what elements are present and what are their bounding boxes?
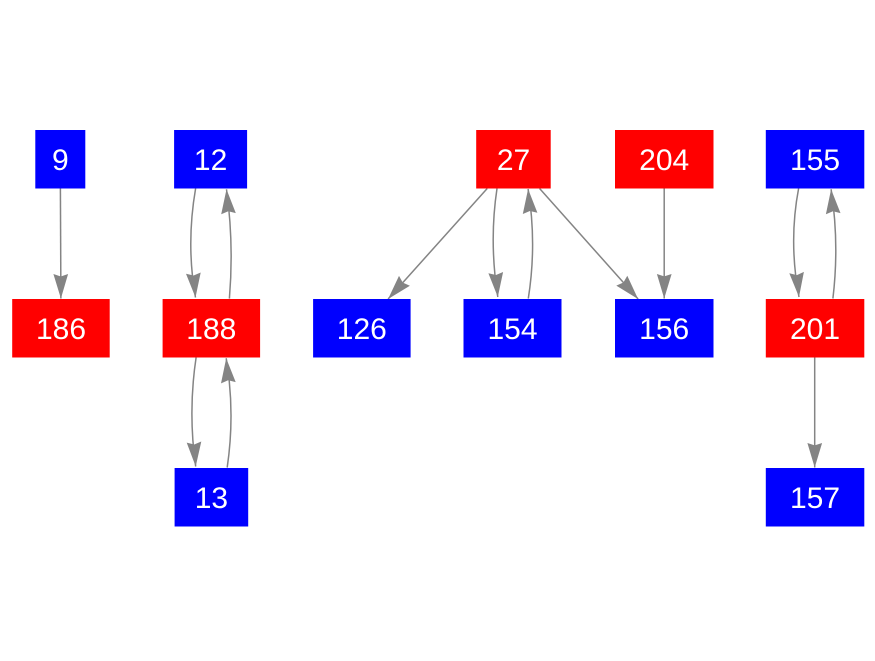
svg-text:157: 157 xyxy=(790,482,840,515)
svg-text:188: 188 xyxy=(186,313,236,346)
svg-text:186: 186 xyxy=(36,313,86,346)
svg-text:201: 201 xyxy=(790,313,840,346)
svg-text:204: 204 xyxy=(639,144,689,177)
svg-text:9: 9 xyxy=(52,144,69,177)
svg-text:27: 27 xyxy=(497,144,530,177)
svg-text:155: 155 xyxy=(790,144,840,177)
svg-text:12: 12 xyxy=(194,144,227,177)
svg-text:154: 154 xyxy=(487,313,537,346)
svg-text:13: 13 xyxy=(195,482,228,515)
svg-text:156: 156 xyxy=(639,313,689,346)
svg-text:126: 126 xyxy=(337,313,387,346)
